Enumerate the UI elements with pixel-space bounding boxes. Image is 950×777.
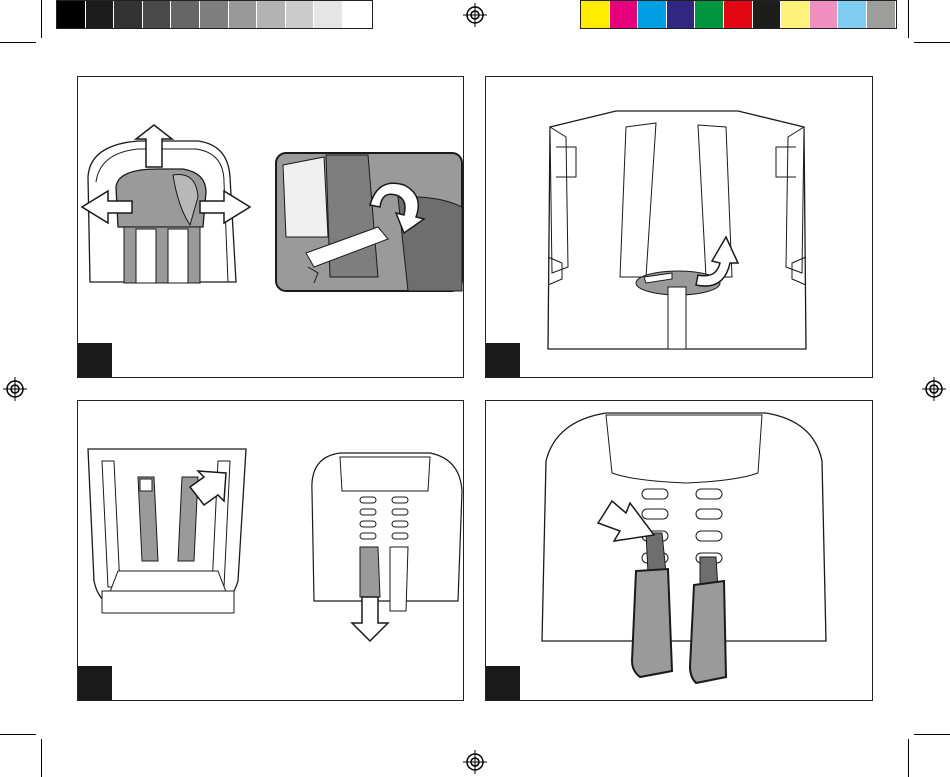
registration-mark-icon — [922, 377, 946, 401]
color-swatch — [867, 1, 896, 28]
color-swatch — [200, 1, 229, 28]
crop-mark — [908, 0, 909, 38]
color-swatch — [610, 1, 639, 28]
crop-mark — [0, 734, 36, 735]
color-swatch — [695, 1, 724, 28]
color-swatch-strip — [580, 0, 897, 29]
crop-mark — [41, 0, 42, 38]
harness-strap-illustration — [78, 401, 464, 701]
color-swatch — [343, 1, 372, 28]
crop-mark — [908, 739, 909, 777]
instruction-panel-4 — [485, 400, 873, 701]
color-swatch — [286, 1, 315, 28]
color-swatch — [753, 1, 782, 28]
crop-mark — [0, 42, 36, 43]
strap-slot-illustration — [486, 401, 873, 701]
crop-mark — [914, 42, 950, 43]
step-marker — [486, 343, 520, 377]
color-swatch — [838, 1, 867, 28]
registration-mark-icon — [463, 3, 487, 27]
color-swatch — [667, 1, 696, 28]
color-swatch — [810, 1, 839, 28]
color-swatch — [114, 1, 143, 28]
instruction-panel-3 — [77, 400, 464, 701]
color-swatch — [229, 1, 258, 28]
instruction-panel-1 — [77, 76, 464, 378]
crop-mark — [914, 734, 950, 735]
color-swatch — [171, 1, 200, 28]
step-marker — [486, 666, 520, 700]
arrow-down-icon — [352, 597, 388, 641]
seat-back-illustration — [486, 77, 873, 378]
color-swatch — [781, 1, 810, 28]
registration-mark-icon — [463, 750, 487, 774]
step-marker — [78, 666, 112, 700]
color-swatch — [724, 1, 753, 28]
color-swatch — [57, 1, 86, 28]
crop-mark — [41, 739, 42, 777]
color-swatch — [257, 1, 286, 28]
color-swatch — [581, 1, 610, 28]
grayscale-swatch-strip — [56, 0, 373, 29]
color-swatch — [143, 1, 172, 28]
color-swatch — [86, 1, 115, 28]
registration-mark-icon — [3, 377, 27, 401]
color-swatch — [314, 1, 343, 28]
headrest-adjust-illustration — [78, 77, 464, 378]
instruction-panel-2 — [485, 76, 873, 378]
color-swatch — [638, 1, 667, 28]
step-marker — [78, 343, 112, 377]
